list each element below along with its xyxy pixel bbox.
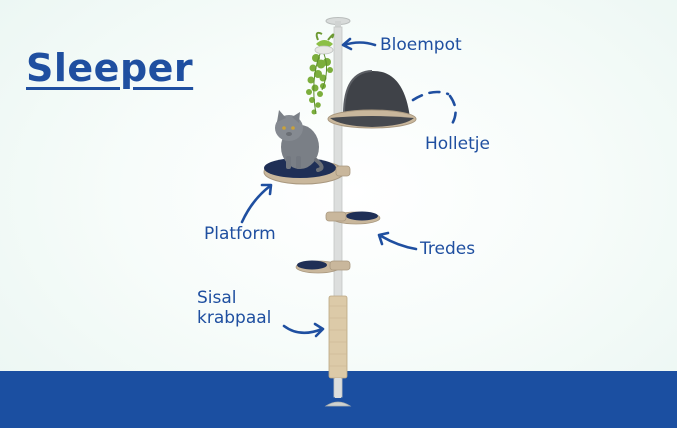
arrow-bloempot-head — [341, 37, 353, 51]
cat — [275, 110, 324, 172]
arrow-tredes-head — [377, 231, 390, 246]
label-tredes: Tredes — [420, 239, 476, 259]
label-platform: Platform — [204, 224, 276, 244]
step-upper — [325, 211, 381, 225]
label-sisal-line2: krabpaal — [197, 308, 272, 328]
label-sisal-krabpaal: Sisal krabpaal — [197, 288, 271, 328]
page-title: Sleeper — [26, 46, 194, 90]
arrow-platform-head — [260, 183, 273, 196]
label-holletje: Holletje — [425, 134, 490, 154]
arrow-sisal — [282, 324, 324, 335]
ceiling-mount — [325, 17, 351, 29]
arrow-holletje — [411, 90, 457, 126]
sisal-post — [328, 295, 348, 379]
floor-mount — [324, 378, 352, 407]
arrow-platform — [240, 184, 272, 224]
label-sisal-line1: Sisal — [197, 288, 237, 308]
arrow-tredes — [379, 234, 418, 251]
flower-pot — [306, 31, 335, 115]
arrow-sisal-head — [313, 322, 325, 338]
hammock-cave — [327, 70, 417, 129]
label-bloempot: Bloempot — [380, 35, 462, 55]
arrow-bloempot — [342, 41, 377, 47]
step-lower — [295, 260, 351, 274]
